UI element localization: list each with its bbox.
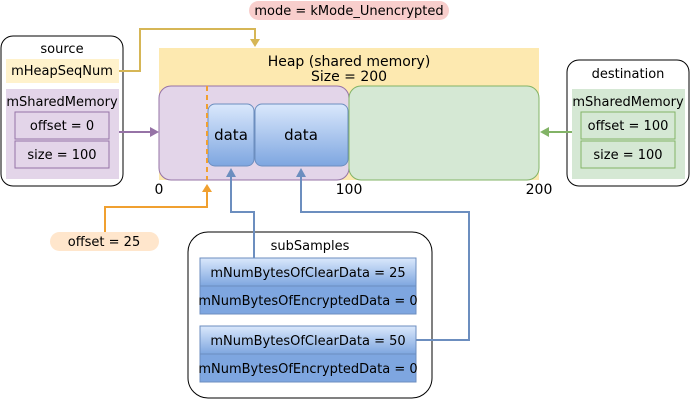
- scale-label-100: 100: [336, 182, 363, 198]
- scale-label-0: 0: [155, 182, 164, 198]
- destination-shared-memory-title: mSharedMemory: [572, 95, 684, 110]
- data-block-1: data: [207, 103, 255, 167]
- subsample-1-clear-label: mNumBytesOfClearData = 25: [210, 266, 405, 281]
- source-heap-seq-num: mHeapSeqNum: [11, 64, 113, 79]
- subsample-2-clear-label: mNumBytesOfClearData = 50: [210, 334, 405, 349]
- subsamples-title: subSamples: [271, 239, 350, 254]
- destination-title: destination: [592, 67, 665, 82]
- source-offset: offset = 0: [30, 119, 94, 134]
- offset-badge: offset = 25: [50, 232, 159, 251]
- destination-size: size = 100: [593, 148, 662, 163]
- subsample-1-connector: [226, 168, 255, 258]
- source-shared-memory-title: mSharedMemory: [6, 95, 118, 110]
- heap-destination-range: [348, 85, 540, 181]
- data-block-2: data: [254, 103, 349, 167]
- data-block-1-label: data: [214, 126, 248, 144]
- subsample-1-encrypted: [199, 285, 417, 315]
- subsample-1-encrypted-label: mNumBytesOfEncryptedData = 0: [198, 294, 417, 309]
- offset-connector: [104, 184, 212, 233]
- scale-label-200: 200: [526, 182, 553, 198]
- subsample-2-encrypted: [199, 353, 417, 383]
- source-title: source: [40, 42, 83, 57]
- heap-title: Heap (shared memory): [268, 54, 431, 70]
- heap-size: Size = 200: [311, 69, 387, 85]
- subsample-2-clear: [199, 325, 417, 355]
- source-size: size = 100: [27, 148, 96, 163]
- source-panel: source mHeapSeqNum mSharedMemory offset …: [0, 35, 124, 187]
- mode-badge-label: mode = kMode_Unencrypted: [254, 4, 443, 19]
- subsamples-panel: subSamples mNumBytesOfClearData = 25 mNu…: [187, 231, 433, 399]
- destination-arrow: [540, 127, 572, 137]
- subsample-1-clear: [199, 257, 417, 287]
- mode-badge: mode = kMode_Unencrypted: [249, 1, 449, 20]
- destination-offset: offset = 100: [588, 119, 669, 134]
- heap-seq-connector: [119, 28, 260, 72]
- data-block-2-label: data: [284, 126, 318, 144]
- source-arrow: [119, 127, 159, 137]
- subsample-2-encrypted-label: mNumBytesOfEncryptedData = 0: [198, 362, 417, 377]
- subsample-2-connector: [296, 168, 470, 341]
- offset-badge-label: offset = 25: [68, 235, 140, 250]
- destination-panel: destination mSharedMemory offset = 100 s…: [566, 59, 690, 187]
